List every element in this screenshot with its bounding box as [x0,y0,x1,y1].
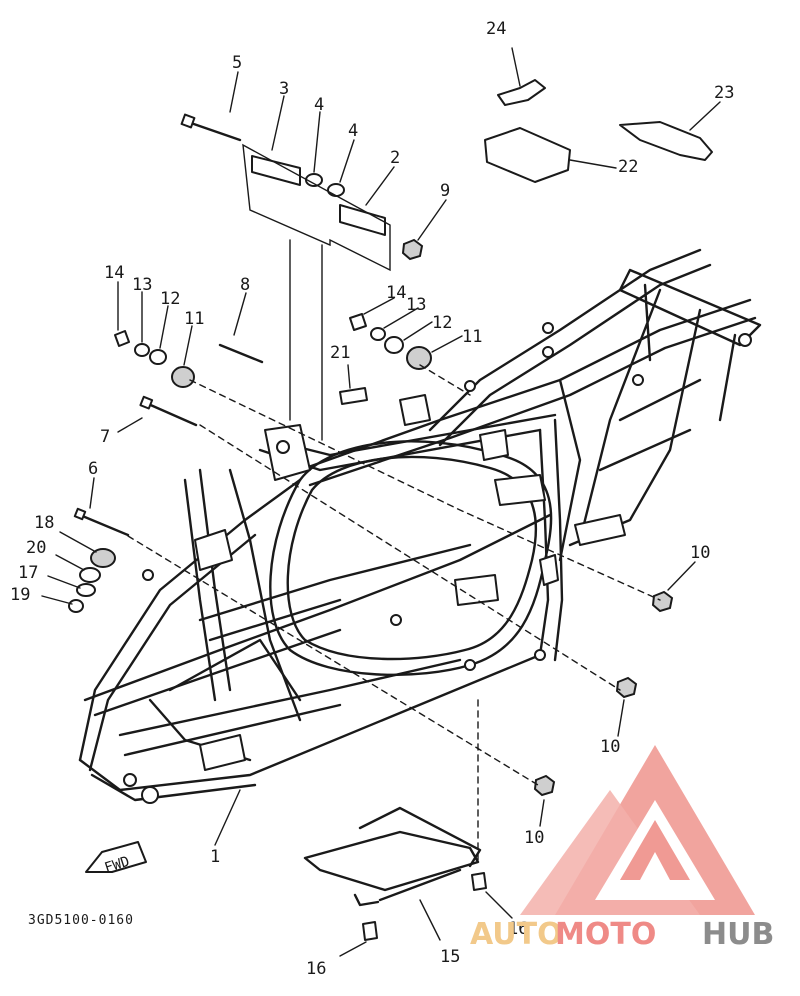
washer-part-13a [134,343,150,357]
watermark-moto: MOTO [555,917,656,952]
callout-23: 23 [714,83,734,103]
callout-24: 24 [486,19,506,39]
callout-7: 7 [100,427,110,447]
nut-part-10a [651,590,674,613]
collar-part-20 [79,567,101,583]
fwd-arrow-icon [85,841,147,873]
washer-part-17 [76,583,96,597]
callout-13a: 13 [132,275,152,295]
nut-part-9 [401,238,424,261]
callout-8: 8 [240,275,250,295]
callout-3: 3 [279,79,289,99]
callout-5: 5 [232,53,242,73]
callout-2: 2 [390,148,400,168]
callout-14a: 14 [104,263,124,283]
callout-15: 15 [440,947,460,967]
watermark-auto: AUTO [470,917,563,952]
callout-14b: 14 [386,283,406,303]
collar-part-12a [149,349,167,365]
bolt-part-14a [114,330,130,347]
bolt-part-16a [471,872,487,891]
bushing-part-11a [171,366,195,388]
bushing-part-11b [406,346,432,370]
callout-4a: 4 [314,95,324,115]
callout-10b: 10 [600,737,620,757]
bracket-part-23 [619,121,713,161]
plate-part-21 [339,387,368,405]
callout-20: 20 [26,538,46,558]
bolt-part-16b [362,921,378,941]
bolt-part-14b [349,313,367,331]
callout-1: 1 [210,847,220,867]
part-code: 3GD5100-0160 [28,913,134,928]
bolt-part-7 [144,401,198,427]
watermark-text: AUTO MOTO HUB [470,917,774,952]
collar-part-12b [384,336,404,354]
callout-12b: 12 [432,313,452,333]
callout-6: 6 [88,459,98,479]
callout-10a: 10 [690,543,710,563]
callout-19: 19 [10,585,30,605]
exploded-parts [68,79,713,941]
callout-18: 18 [34,513,54,533]
skid-bracket-part-15 [303,830,480,892]
frame-assembly [78,248,762,804]
leader-lines [41,47,721,957]
plate-part-3 [251,155,301,186]
callout-13b: 13 [406,295,426,315]
callout-16b: 16 [306,959,326,979]
bushing-part-18 [90,548,116,568]
nut-part-19 [68,599,84,613]
callout-21: 21 [330,343,350,363]
collar-part-4b [327,183,345,197]
cushion-part-22 [484,127,571,183]
bolt-part-8 [218,343,264,364]
washer-part-13b [370,327,386,341]
watermark-logo [520,745,755,915]
bolt-part-6 [78,513,130,537]
callouts: 1 2 3 4 4 5 6 7 8 9 10 10 10 11 11 12 12… [10,19,734,979]
watermark-hub: HUB [702,917,774,952]
callout-22: 22 [618,157,638,177]
callout-9: 9 [440,181,450,201]
fwd-label: FWD [103,854,132,877]
callout-4b: 4 [348,121,358,141]
bolt-part-5 [186,120,242,142]
clip-part-24 [497,79,546,106]
callout-16a: 16 [508,919,528,939]
callout-11b: 11 [462,327,482,347]
callout-10c: 10 [524,828,544,848]
nut-part-10b [615,676,638,699]
callout-17: 17 [18,563,38,583]
callout-11a: 11 [184,309,204,329]
callout-12a: 12 [160,289,180,309]
nut-part-10c [533,774,556,797]
